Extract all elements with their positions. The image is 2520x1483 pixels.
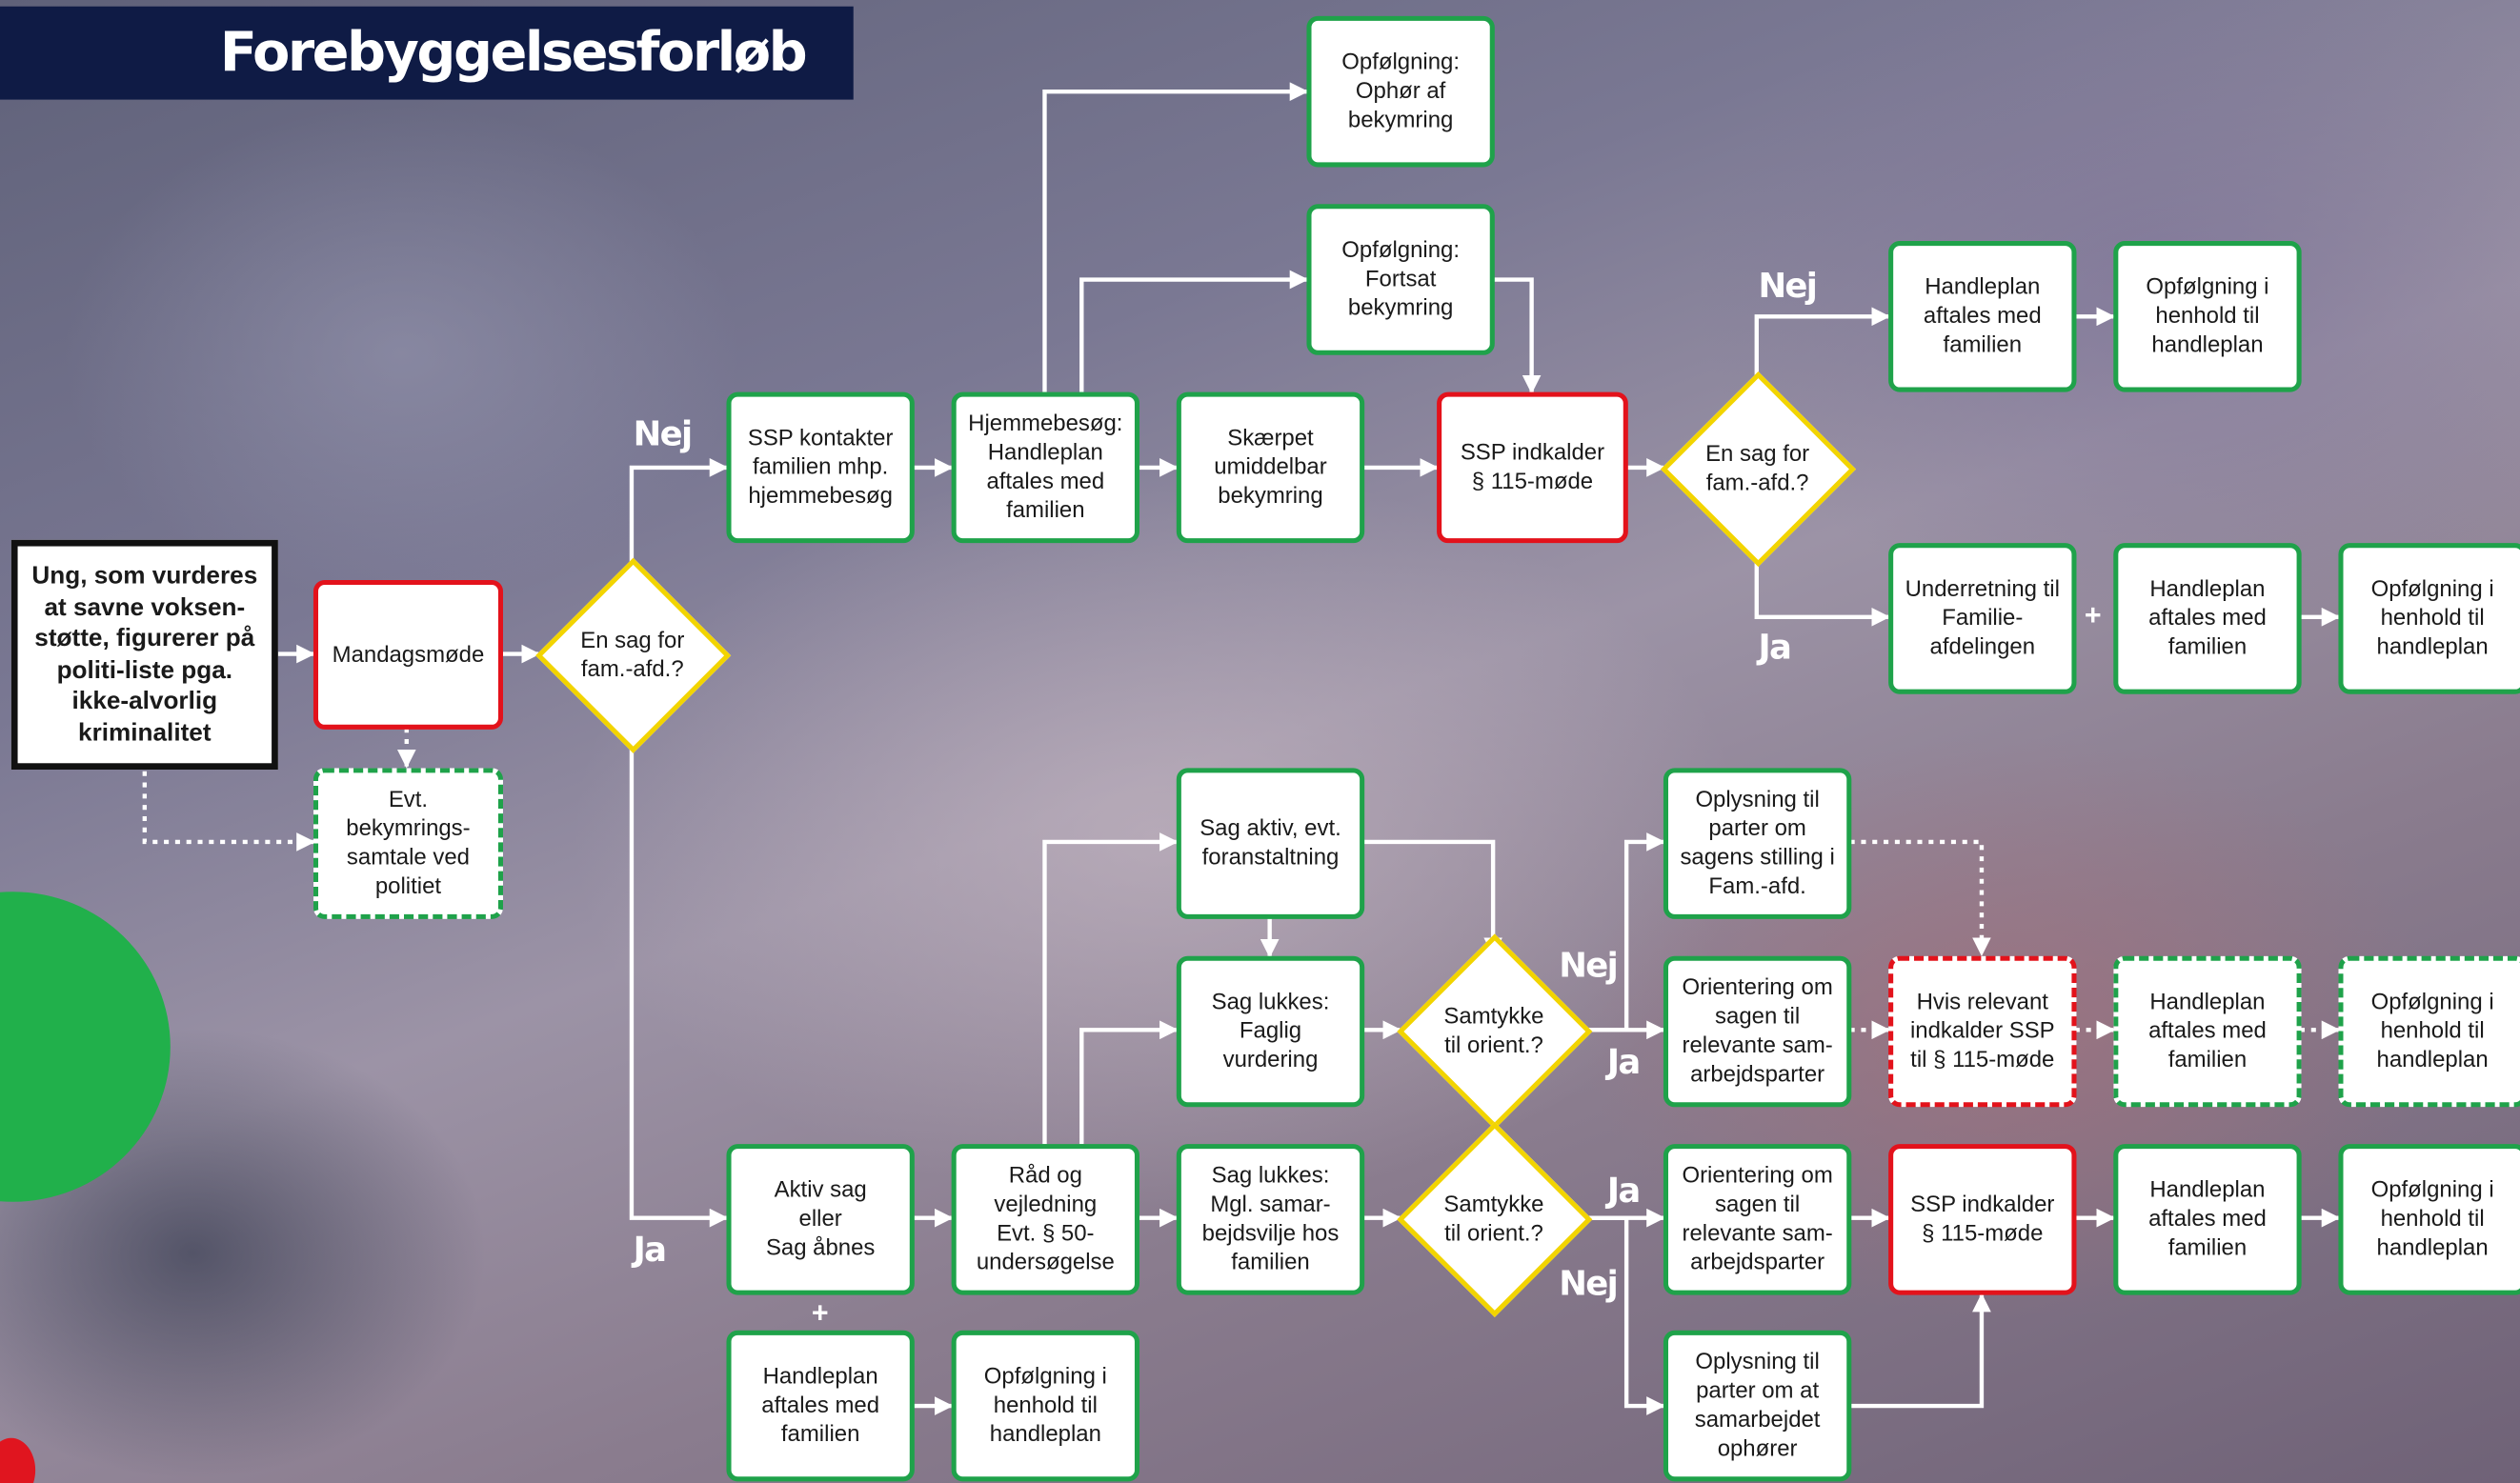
arrow-decision2-ja	[1754, 544, 1891, 627]
arrow-hjemme-fortsat	[1079, 270, 1309, 392]
aktiv-sag-box: Aktiv sag eller Sag åbnes	[726, 1144, 915, 1295]
handleplan-dashed-box: Handleplan aftales med familien	[2113, 955, 2302, 1108]
handleplan-bottom-right-box: Handleplan aftales med familien	[2113, 1144, 2302, 1295]
label-ja-2: Ja	[1758, 628, 1791, 668]
arrow-decision2-nej	[1754, 307, 1891, 391]
bekymringssamtale-box: Evt. bekymrings- samtale ved politiet	[312, 768, 503, 919]
decision-samtykke-1-label: Samtykke til orient.?	[1443, 1003, 1544, 1058]
ssp-kontakter-box: SSP kontakter familien mhp. hjemmebesøg	[726, 391, 915, 544]
opfolgning-bottom-right-box: Opfølgning i henhold til handleplan	[2338, 1144, 2520, 1295]
dotted-start-samtale	[142, 771, 315, 852]
sag-aktiv-box: Sag aktiv, evt. foranstaltning	[1176, 768, 1365, 919]
arrow-sagaktiv-decision3	[1362, 839, 1502, 956]
label-ja-1: Ja	[633, 1231, 667, 1270]
arrow-fortsat-ssp115	[1493, 277, 1542, 394]
arrow-raad-sagaktiv	[1042, 832, 1179, 1145]
decision-fam-afd-1-label: En sag for fam.-afd.?	[580, 627, 685, 683]
orientering-a-box: Orientering om sagen til relevante sam- …	[1663, 955, 1852, 1108]
decision-fam-afd-2-label: En sag for fam.-afd.?	[1705, 441, 1810, 496]
arrow-ophorer-ssp115	[1849, 1293, 1991, 1409]
decision-samtykke-2: Samtykke til orient.?	[1400, 1125, 1587, 1313]
arrow-decision1-nej	[629, 458, 729, 563]
sag-lukkes-faglig-box: Sag lukkes: Faglig vurdering	[1176, 955, 1365, 1108]
arrow-raad-faglig	[1079, 1020, 1179, 1145]
underretning-box: Underretning til Familie- afdelingen	[1888, 543, 2077, 694]
decision-samtykke-1: Samtykke til orient.?	[1400, 936, 1587, 1124]
arrow-decision4-nej	[1585, 1215, 1665, 1415]
dotted-oplysning-hvis	[1849, 839, 1991, 956]
ssp-115-top-box: SSP indkalder § 115-møde	[1437, 391, 1628, 544]
page-title: Forebyggelsesforløb	[219, 20, 808, 86]
mandagsmode-box: Mandagsmøde	[312, 579, 503, 730]
decision-fam-afd-1: En sag for fam.-afd.?	[538, 561, 726, 749]
opfolgning-fortsat-box: Opfølgning: Fortsat bekymring	[1306, 204, 1495, 355]
label-nej-3: Nej	[1559, 946, 1618, 986]
opfolgning-bottom-left-box: Opfølgning i henhold til handleplan	[951, 1330, 1140, 1482]
opfolgning-dashed-box: Opfølgning i henhold til handleplan	[2338, 955, 2520, 1108]
opfolgning-top-box: Opfølgning i henhold til handleplan	[2113, 241, 2302, 392]
orientering-b-box: Orientering om sagen til relevante sam- …	[1663, 1144, 1852, 1295]
ssp-115-bottom-box: SSP indkalder § 115-møde	[1888, 1144, 2077, 1295]
decision-fam-afd-2: En sag for fam.-afd.?	[1663, 374, 1851, 562]
handleplan-bottom-left-box: Handleplan aftales med familien	[726, 1330, 915, 1482]
label-nej-1: Nej	[633, 414, 693, 453]
sag-lukkes-mgl-box: Sag lukkes: Mgl. samar- bejdsvilje hos f…	[1176, 1144, 1365, 1295]
arrow-hjemme-ophor	[1042, 82, 1309, 392]
decision-samtykke-2-label: Samtykke til orient.?	[1443, 1191, 1544, 1247]
hjemmebesog-box: Hjemmebesøg: Handleplan aftales med fami…	[951, 391, 1140, 544]
arrow-decision3-nej	[1585, 832, 1665, 1032]
arrow-decision1-ja	[629, 733, 729, 1228]
opfolgning-ophor-box: Opfølgning: Ophør af bekymring	[1306, 15, 1495, 168]
handleplan-top-box: Handleplan aftales med familien	[1888, 241, 2077, 392]
handleplan-mid-box: Handleplan aftales med familien	[2113, 543, 2302, 694]
opfolgning-mid-box: Opfølgning i henhold til handleplan	[2338, 543, 2520, 694]
label-nej-4: Nej	[1559, 1264, 1618, 1304]
label-ja-3: Ja	[1606, 1042, 1641, 1082]
skaerpet-box: Skærpet umiddelbar bekymring	[1176, 391, 1365, 544]
plus-sign-1: +	[2084, 599, 2102, 631]
title-banner: Forebyggelsesforløb	[0, 6, 854, 100]
label-nej-2: Nej	[1758, 267, 1817, 306]
start-box: Ung, som vurderes at savne voksen- støtt…	[10, 539, 278, 771]
oplysning-stilling-box: Oplysning til parter om sagens stilling …	[1663, 768, 1852, 919]
oplysning-ophorer-box: Oplysning til parter om at samarbejdet o…	[1663, 1330, 1852, 1482]
label-ja-4: Ja	[1606, 1171, 1641, 1211]
plus-sign-2: +	[811, 1296, 829, 1330]
raad-vejledning-box: Råd og vejledning Evt. § 50- undersøgels…	[951, 1144, 1140, 1295]
hvis-relevant-box: Hvis relevant indkalder SSP til § 115-mø…	[1888, 955, 2077, 1108]
